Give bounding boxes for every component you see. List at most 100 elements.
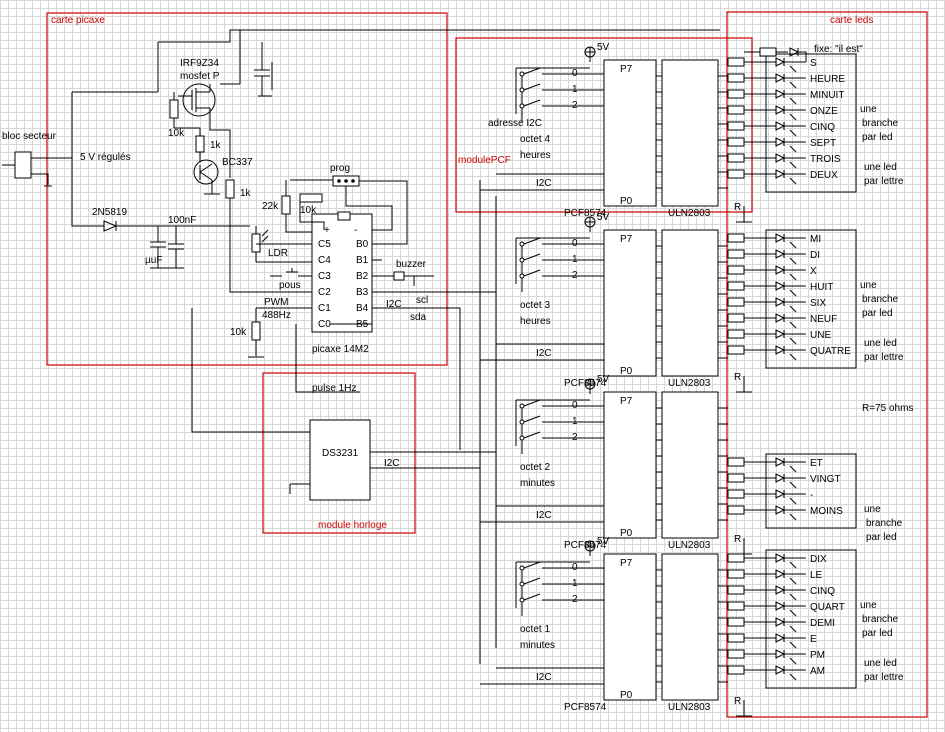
uln2803-chip xyxy=(661,391,719,539)
p0-label: P0 xyxy=(620,366,633,377)
base-resistor-b xyxy=(225,179,235,199)
switch-contact xyxy=(519,71,525,77)
led-row: HEURE xyxy=(727,73,845,89)
supply-wire xyxy=(585,47,595,62)
pous-label: pous xyxy=(279,280,301,291)
address-bit-1: 1 xyxy=(572,578,578,589)
led-resistor xyxy=(727,617,745,627)
note-par-lettre: par lettre xyxy=(864,672,904,683)
fixe-label: fixe: "il est" xyxy=(814,44,863,55)
supply-label: 5V xyxy=(597,212,610,223)
r-label: R xyxy=(734,202,741,213)
led-resistor xyxy=(727,505,745,515)
pin-b0: B0 xyxy=(356,239,369,250)
led-symbol xyxy=(744,633,806,649)
mosfet-type: mosfet P xyxy=(180,71,220,82)
picaxe-plus: + xyxy=(324,225,330,236)
led-symbol xyxy=(744,121,806,137)
address-switch xyxy=(521,577,604,600)
module-pcf-frame xyxy=(455,37,753,213)
note-branche: branche xyxy=(866,518,903,529)
address-bit-0: 0 xyxy=(572,562,578,573)
pcf-i2c-wires xyxy=(480,173,604,191)
sda-label: sda xyxy=(410,312,427,323)
switch-contact xyxy=(519,597,525,603)
address-bit-1: 1 xyxy=(572,416,578,427)
note-par-lettre: par lettre xyxy=(864,176,904,187)
switch-contact xyxy=(519,241,525,247)
led-row: QUART xyxy=(727,601,845,617)
address-switch xyxy=(521,399,604,422)
led-symbol xyxy=(744,665,806,681)
cap-uf-label: µuF xyxy=(145,255,162,266)
address-bit-2: 2 xyxy=(572,270,578,281)
led-symbol xyxy=(744,649,806,665)
note-une: une xyxy=(864,504,881,515)
uln-label: ULN2803 xyxy=(668,702,711,713)
led-resistor xyxy=(727,665,745,675)
carte-picaxe-frame xyxy=(46,12,448,366)
led-word: LE xyxy=(810,570,823,581)
octet-label: octet 1 xyxy=(520,624,550,635)
module-pcf-label: modulePCF xyxy=(458,155,511,166)
address-switch xyxy=(521,67,604,90)
led-word: MINUIT xyxy=(810,90,844,101)
led-symbol xyxy=(744,553,806,569)
uln-label: ULN2803 xyxy=(668,540,711,551)
base-resistor-a xyxy=(195,135,205,153)
led-row: LE xyxy=(727,569,823,585)
uln-label: ULN2803 xyxy=(668,208,711,219)
led-resistor xyxy=(727,329,745,339)
led-row: ONZE xyxy=(727,105,838,121)
uln2803-chip xyxy=(661,59,719,207)
uln2803-chip xyxy=(661,553,719,701)
led-word: NEUF xyxy=(810,314,837,325)
led-group-1: SHEUREMINUITONZECINQSEPTTROISDEUXunebran… xyxy=(727,53,904,193)
led-group-box xyxy=(765,229,857,369)
r-label: R xyxy=(734,534,741,545)
led-resistor xyxy=(727,233,745,243)
note-une-led: une led xyxy=(864,338,897,349)
decoupling-symbol xyxy=(337,211,351,221)
gate-resistor xyxy=(169,99,179,119)
pcf8574-chip xyxy=(603,59,657,207)
led-resistor xyxy=(727,153,745,163)
fixe-resistor xyxy=(759,47,777,57)
led-resistor xyxy=(727,89,745,99)
pcf8574-chip xyxy=(603,553,657,701)
led-symbol xyxy=(744,105,806,121)
led-symbol xyxy=(744,489,806,505)
address-switch xyxy=(521,237,604,260)
pulse-label: pulse 1Hz xyxy=(312,383,356,394)
note-branche: branche xyxy=(862,614,899,625)
pin-b1: B1 xyxy=(356,255,369,266)
octet-role: minutes xyxy=(520,478,555,489)
led-row: X xyxy=(727,265,817,281)
led-resistor xyxy=(727,121,745,131)
switch-contact xyxy=(519,103,525,109)
led-symbol xyxy=(744,281,806,297)
led-symbol xyxy=(744,265,806,281)
r22k-label: 22k xyxy=(262,201,279,212)
address-bit-0: 0 xyxy=(572,68,578,79)
pin-c2: C2 xyxy=(318,287,331,298)
led-group-box xyxy=(765,549,857,689)
pin-c3: C3 xyxy=(318,271,331,282)
npn-label: BC337 xyxy=(222,157,253,168)
cap-100n-label: 100nF xyxy=(168,215,196,226)
led-row: SIX xyxy=(727,297,826,313)
p7-label: P7 xyxy=(620,558,633,569)
led-word: DI xyxy=(810,250,820,261)
led-word: HUIT xyxy=(810,282,833,293)
led-row: UNE xyxy=(727,329,831,345)
led-word: AM xyxy=(810,666,825,677)
buzzer-symbol xyxy=(393,271,405,281)
picaxe-part-label: picaxe 14M2 xyxy=(312,344,369,355)
ground-symbol xyxy=(736,206,752,223)
led-resistor xyxy=(727,265,745,275)
pin-b4: B4 xyxy=(356,303,369,314)
led-symbol xyxy=(744,249,806,265)
switch-contact xyxy=(519,273,525,279)
